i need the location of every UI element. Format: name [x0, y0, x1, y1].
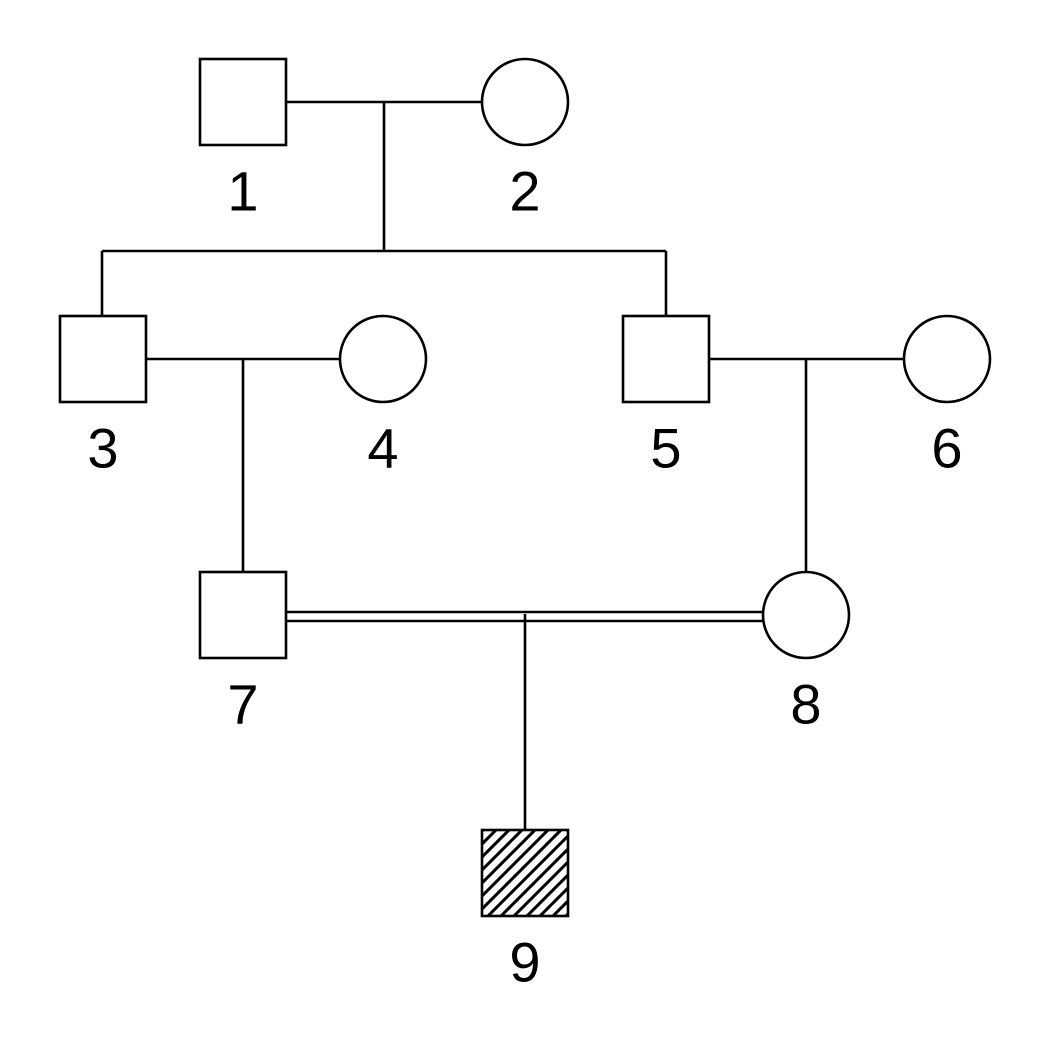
individual-1-male-square — [198, 57, 288, 147]
individual-4-female-circle — [338, 314, 428, 404]
individual-9-label: 9 — [509, 931, 540, 994]
individual-5-male-square — [621, 314, 711, 404]
relationship-lines — [100, 100, 904, 830]
individual-symbols — [58, 57, 992, 918]
individual-9-male-square-affected — [480, 828, 570, 918]
individual-3-label: 3 — [87, 417, 118, 480]
individual-6-label: 6 — [931, 417, 962, 480]
individual-8-label: 8 — [790, 673, 821, 736]
individual-7-label: 7 — [227, 673, 258, 736]
individual-2-female-circle — [480, 57, 570, 147]
individual-5-label: 5 — [650, 417, 681, 480]
individual-1-label: 1 — [227, 160, 258, 223]
individual-3-male-square — [58, 314, 148, 404]
individual-7-male-square — [198, 570, 288, 660]
individual-6-female-circle — [902, 314, 992, 404]
individual-8-female-circle — [761, 570, 851, 660]
individual-4-label: 4 — [367, 417, 398, 480]
individual-2-label: 2 — [509, 160, 540, 223]
individual-labels: 1 2 3 4 5 6 7 8 9 — [87, 160, 962, 994]
